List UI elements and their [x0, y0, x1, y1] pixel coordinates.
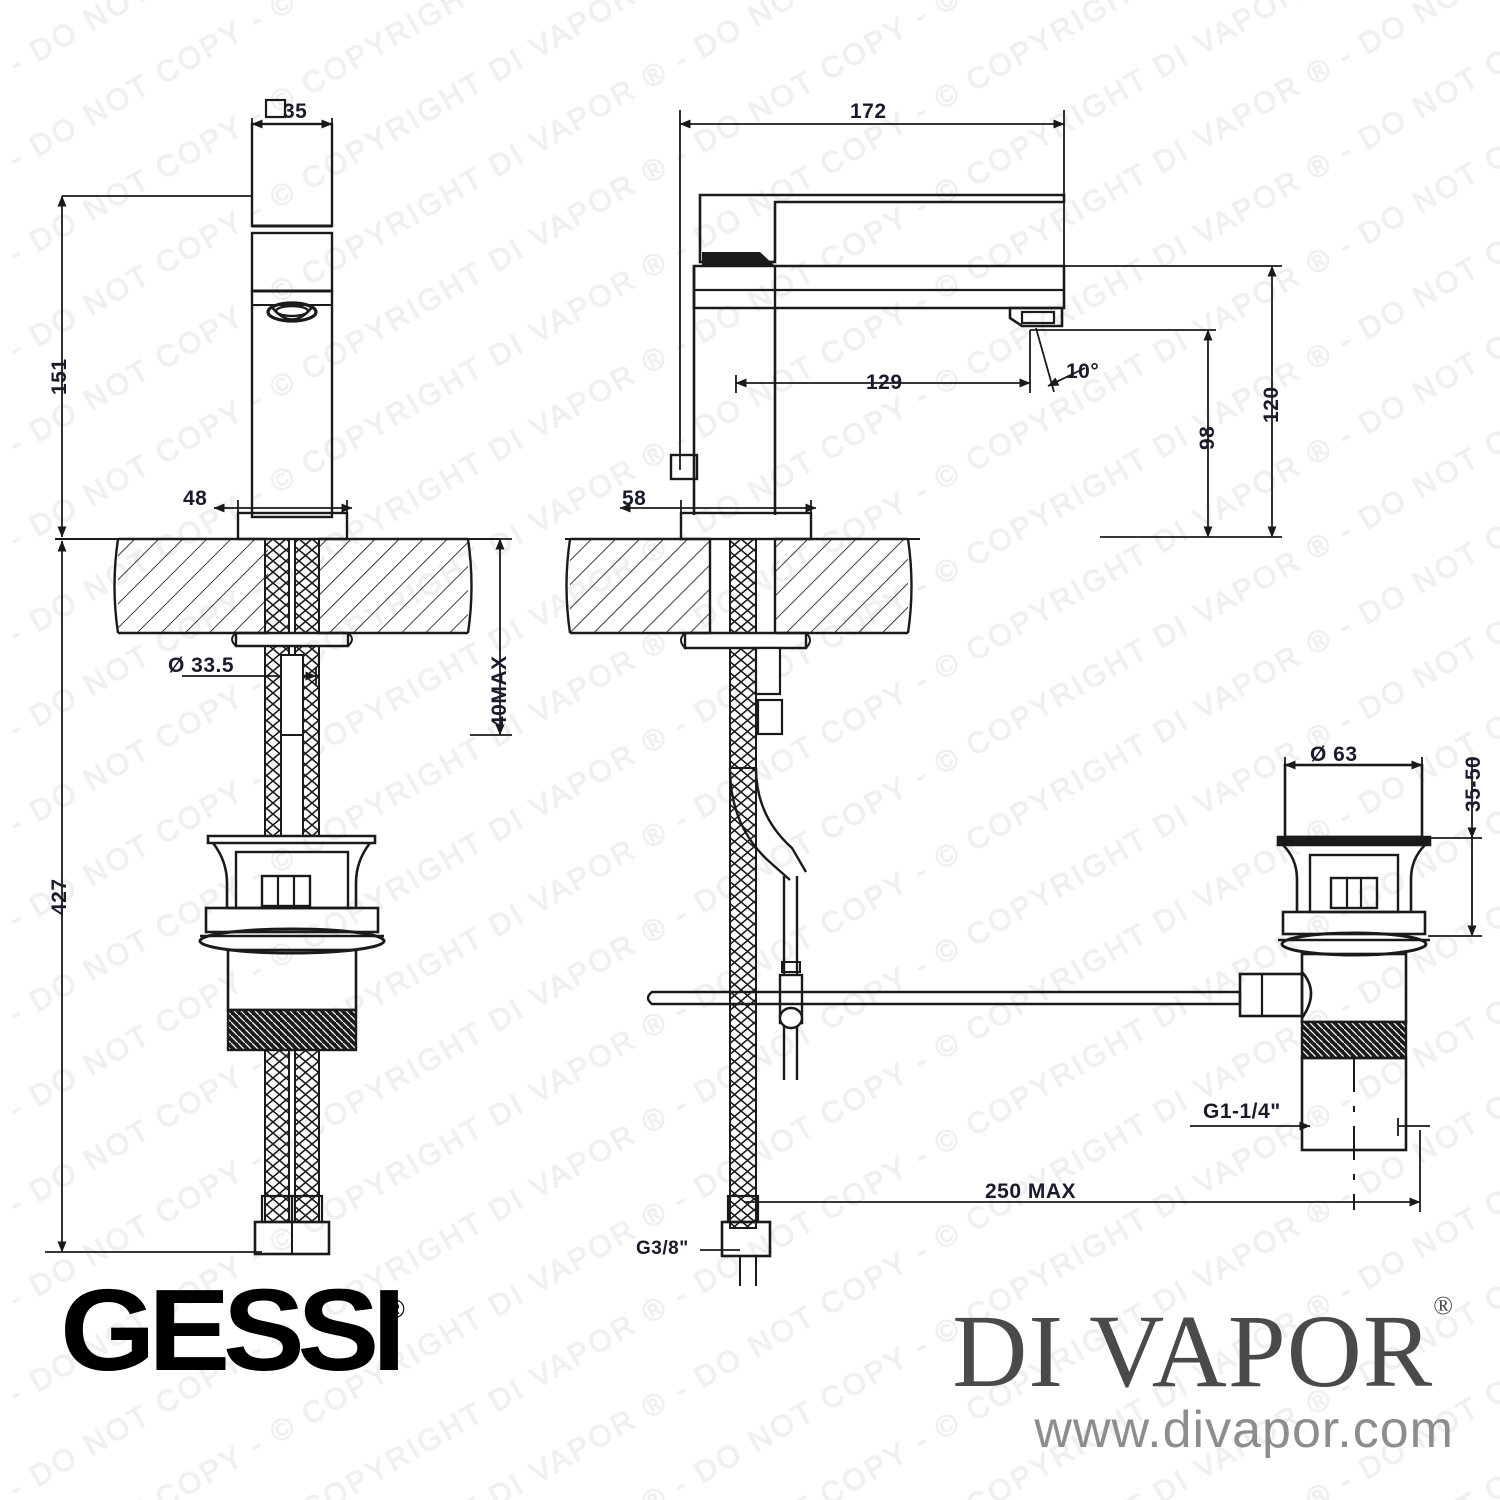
clevis-pivot — [778, 1006, 804, 1030]
gessi-logo: GESSI® — [60, 1265, 406, 1395]
fixing-washer-front — [234, 631, 350, 648]
tap-handle-collar — [250, 231, 334, 293]
dim-text-427: 427 — [48, 878, 71, 915]
supply-hoses-front-upper — [264, 538, 320, 634]
waste-slot — [260, 874, 312, 908]
square-symbol-box — [264, 98, 287, 119]
fixing-washer-side — [683, 631, 808, 650]
dim-text-98: 98 — [1196, 425, 1219, 450]
popup-horizontal-pull-rod — [646, 990, 1242, 1006]
threaded-stud-front — [264, 645, 320, 837]
popup-lift-rod — [778, 876, 804, 1080]
waste-tailpiece-detail — [1300, 952, 1408, 1024]
tap-riser-side — [669, 266, 777, 515]
riser-notch — [669, 453, 699, 481]
popup-waste-front — [198, 834, 386, 1052]
spout-body-side — [692, 264, 1066, 328]
dim-text-63: Ø 63 — [1310, 743, 1358, 766]
dim-text-35-50: 35-50 — [1462, 755, 1485, 812]
waste-gasket-detail — [1280, 931, 1428, 957]
tap-base-side — [679, 511, 813, 541]
dim-text-58: 58 — [622, 487, 647, 510]
angle-ref-line — [1035, 327, 1055, 393]
handle-underside — [702, 252, 775, 266]
waste-thread-detail — [1300, 1020, 1408, 1060]
supply-hoses-side — [720, 646, 808, 1286]
waste-body-detail — [1308, 853, 1400, 914]
waste-tailpiece — [226, 948, 358, 1012]
dim-text-g114: G1-1/4" — [1203, 1100, 1281, 1123]
dim-text-35: 35 — [283, 100, 308, 123]
front-elevation-view — [45, 98, 512, 1256]
lever-handle-side — [698, 193, 1066, 266]
countertop-section-front — [113, 537, 473, 635]
dim-text-40max: 40MAX — [488, 655, 511, 728]
aerator-side — [1020, 310, 1056, 325]
gessi-wordmark: GESSI — [60, 1265, 406, 1395]
dim-text-250max: 250 MAX — [985, 1180, 1077, 1203]
dim-text-48: 48 — [183, 487, 208, 510]
popup-waste-detail-view — [1190, 757, 1482, 1210]
angle-leader-10 — [1047, 367, 1086, 387]
divapor-logo[interactable]: DI VAPOR® www.divapor.com — [952, 1293, 1454, 1460]
hose-nut-side — [720, 1220, 772, 1258]
waste-gasket — [198, 927, 386, 955]
dim-text-151: 151 — [48, 358, 71, 395]
divapor-wordmark: DI VAPOR — [952, 1294, 1434, 1409]
dim-text-120: 120 — [1260, 386, 1283, 423]
aerator-housing-side — [1008, 306, 1064, 328]
waste-side-inlet — [1238, 971, 1313, 1019]
clevis-top-clip — [781, 961, 801, 973]
waste-thread-front — [226, 1008, 358, 1052]
divapor-registered-icon: ® — [1433, 1291, 1454, 1321]
aerator-ring-inner — [274, 304, 310, 318]
supply-hoses-front-lower — [253, 1049, 331, 1256]
dim-text-33-5: Ø 33.5 — [168, 654, 235, 677]
tap-cartridge-housing — [250, 122, 334, 228]
divapor-url[interactable]: www.divapor.com — [1034, 1401, 1454, 1459]
dim-text-129: 129 — [866, 371, 903, 394]
side-elevation-view — [565, 110, 1421, 1286]
dim-text-g38: G3/8" — [636, 1238, 689, 1259]
divapor-wordmark-row: DI VAPOR® — [952, 1293, 1454, 1404]
waste-slot-detail — [1329, 876, 1379, 910]
tap-body-front — [250, 289, 334, 519]
gessi-registered-icon: ® — [385, 1293, 405, 1324]
waste-flange-cap — [1283, 763, 1424, 839]
dim-text-172: 172 — [850, 100, 887, 123]
dim-text-10deg: 10° — [1066, 360, 1100, 383]
waste-flange-lip — [1276, 835, 1432, 847]
aerator-ring-outer — [266, 301, 318, 323]
